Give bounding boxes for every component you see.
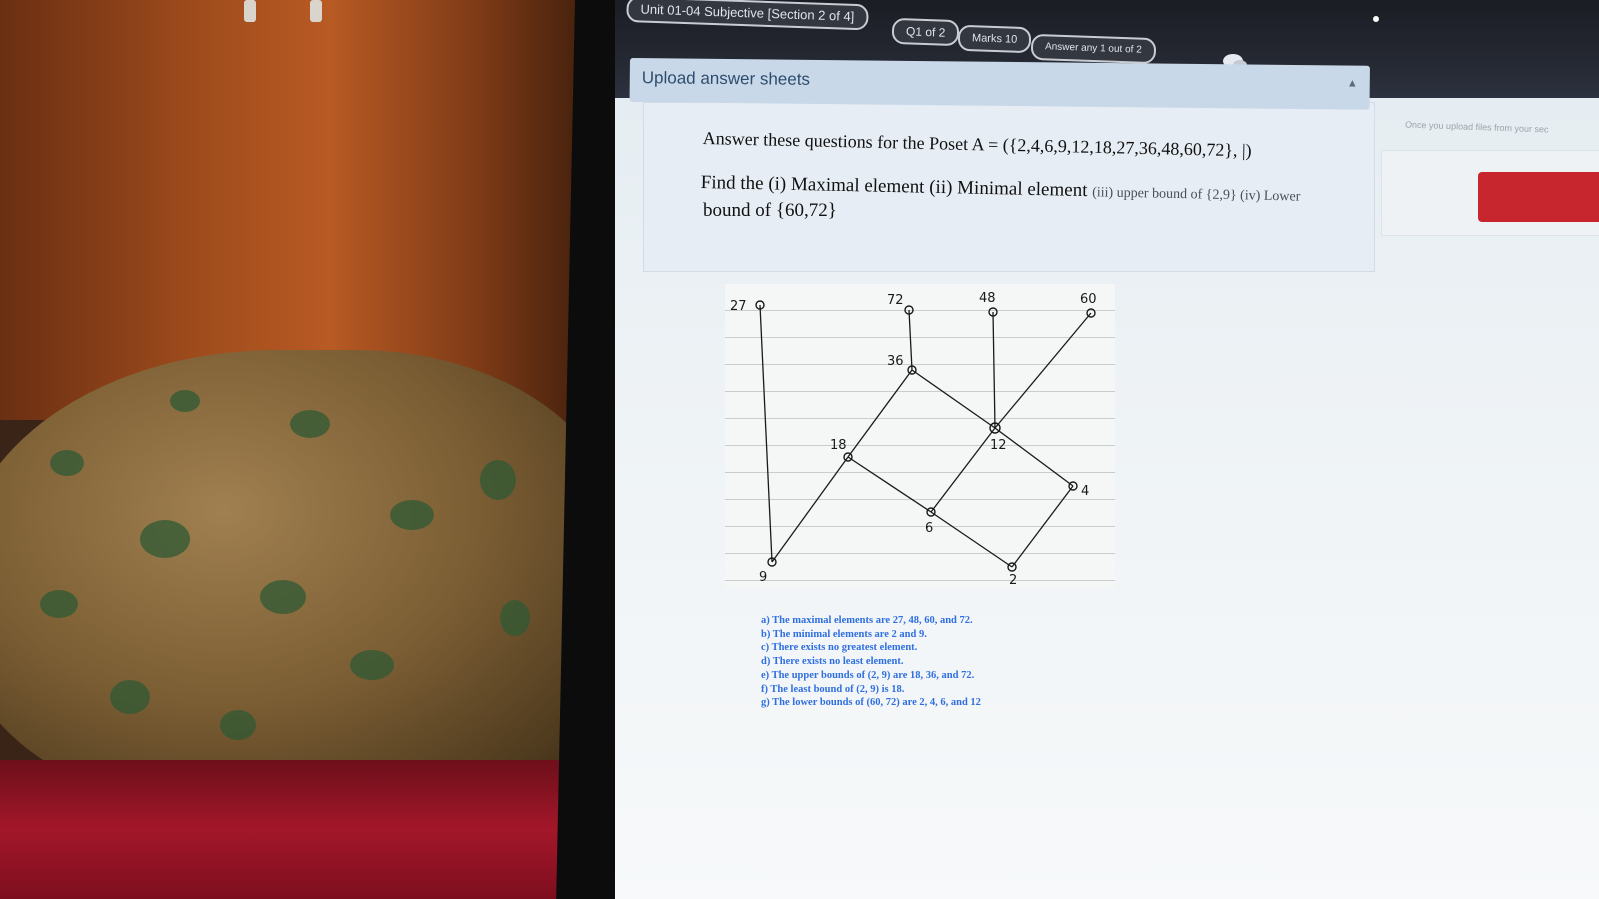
upload-header[interactable]: Upload answer sheets ▲ [629,58,1370,110]
node-72 [904,305,914,315]
hasse-edge-12-6 [930,427,996,513]
hasse-edge-60-12 [994,312,1092,429]
node-4-label: 4 [1081,484,1089,499]
answer-line: c) There exists no greatest element. [761,642,918,654]
node-18-label: 18 [830,438,847,453]
answer-list: a) The maximal elements are 27, 48, 60, … [761,614,981,710]
upload-action-button[interactable] [1478,172,1599,222]
upload-header-title: Upload answer sheets [641,68,811,89]
question-pill[interactable]: Q1 of 2 [891,17,960,47]
answer-line: b) The minimal elements are 2 and 9. [761,628,927,640]
cabinet-handle [310,0,322,22]
node-36 [907,365,917,375]
node-6 [926,507,936,517]
question-instruction-suffix: (iii) upper bound of {2,9} (iv) Lower [1092,185,1301,205]
node-12-label: 12 [990,438,1007,453]
question-instruction-continuation: bound of {60,72} [703,200,837,221]
background-pillow [0,350,620,810]
answer-line: g) The lower bounds of (60, 72) are 2, 4… [761,697,981,709]
node-72-label: 72 [887,293,904,308]
answer-line: e) The upper bounds of (2, 9) are 18, 36… [761,669,975,681]
node-36-label: 36 [887,354,904,369]
hasse-edge-12-4 [994,427,1074,487]
node-48 [988,307,998,317]
hasse-edge-18-9 [771,456,849,563]
hasse-edge-36-18 [847,369,913,458]
node-6-label: 6 [925,521,933,536]
node-18 [843,452,853,462]
marks-pill: Marks 10 [957,24,1032,54]
section-tab[interactable]: Unit 01-04 Subjective [Section 2 of 4] [626,0,869,31]
hasse-edge-36-12 [911,369,996,429]
background-cloth [0,760,630,899]
node-60-label: 60 [1080,292,1097,307]
answer-line: a) The maximal elements are 27, 48, 60, … [761,615,973,626]
node-60 [1086,308,1096,318]
collapse-chevron-icon[interactable]: ▲ [1346,77,1358,90]
node-9 [767,557,777,567]
node-12 [989,422,1001,434]
hasse-edge-6-2 [930,511,1013,568]
hasse-diagram-image: 27 72 48 60 36 18 12 4 6 9 2 [725,284,1115,589]
hasse-edge-27-9 [759,304,773,563]
node-2-label: 2 [1009,573,1017,588]
cabinet-handle [244,0,256,22]
node-9-label: 9 [759,570,767,585]
browser-screen: Unit 01-04 Subjective [Section 2 of 4] Q… [615,0,1599,899]
node-27-label: 27 [730,299,747,314]
hasse-edge-72-36 [908,309,913,371]
node-2 [1007,562,1017,572]
node-48-label: 48 [979,291,996,306]
hasse-edge-4-2 [1011,485,1074,568]
node-4 [1068,481,1078,491]
hasse-edge-18-6 [847,456,932,513]
node-27 [755,300,765,310]
status-dot-icon [1373,16,1379,22]
upload-hint-text: Once you upload files from your sec [1404,119,1549,135]
answer-line: d) There exists no least element. [761,656,904,668]
answer-rule-pill: Answer any 1 out of 2 [1030,33,1157,65]
answer-line: f) The least bound of (2, 9) is 18. [761,683,905,695]
hasse-diagram-svg: 27 72 48 60 36 18 12 4 6 9 2 [730,291,1097,588]
hasse-edge-48-12 [992,311,996,429]
